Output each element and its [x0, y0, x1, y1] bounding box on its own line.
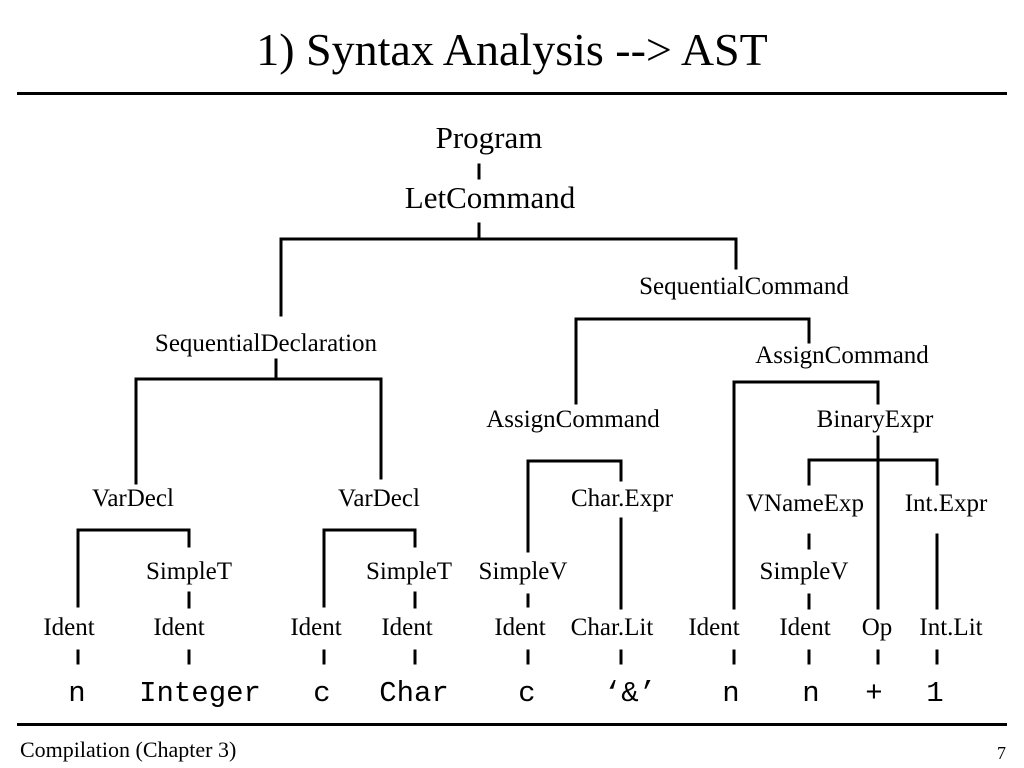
leaf-label-10: Int.Lit — [919, 614, 983, 641]
leaf-label-6: Char.Lit — [570, 614, 654, 641]
node-let-command: LetCommand — [404, 180, 576, 215]
token-9: + — [865, 677, 883, 710]
node-sequential-declaration: SequentialDeclaration — [154, 330, 378, 357]
token-8: n — [802, 677, 820, 710]
leaf-label-7: Ident — [688, 614, 740, 641]
leaf-label-3: Ident — [290, 614, 342, 641]
node-int-expr: Int.Expr — [904, 490, 988, 517]
node-assign-command-2: AssignCommand — [755, 342, 929, 369]
node-vardecl-2: VarDecl — [338, 485, 420, 512]
token-1: n — [68, 677, 86, 710]
node-simplet-2: SimpleT — [365, 558, 453, 585]
token-10: 1 — [926, 677, 944, 710]
node-simplev-2: SimpleV — [759, 558, 849, 585]
leaf-label-9: Op — [861, 614, 893, 641]
leaf-label-4: Ident — [381, 614, 433, 641]
leaf-label-2: Ident — [153, 614, 205, 641]
title-divider — [17, 92, 1007, 95]
footer-divider — [17, 723, 1007, 726]
node-simplet-1: SimpleT — [145, 558, 233, 585]
footer-course: Compilation (Chapter 3) — [20, 737, 237, 762]
node-binary-expr: BinaryExpr — [816, 406, 934, 433]
leaf-label-5: Ident — [494, 614, 546, 641]
token-7: n — [722, 677, 740, 710]
node-char-expr: Char.Expr — [570, 485, 674, 512]
node-assign-command-1: AssignCommand — [486, 406, 660, 433]
node-simplev-1: SimpleV — [478, 558, 568, 585]
node-program: Program — [435, 120, 543, 155]
page-number: 7 — [997, 743, 1006, 763]
token-5: c — [518, 677, 536, 710]
token-2: Integer — [139, 677, 261, 710]
node-sequential-command: SequentialCommand — [639, 273, 849, 300]
node-vardecl-1: VarDecl — [92, 485, 174, 512]
token-6: ‘&’ — [603, 677, 657, 710]
token-3: c — [313, 677, 331, 710]
slide-title: 1) Syntax Analysis --> AST — [256, 24, 768, 75]
leaf-label-8: Ident — [779, 614, 831, 641]
node-vnameexp: VNameExp — [745, 490, 865, 517]
leaf-label-1: Ident — [43, 614, 95, 641]
token-4: Char — [379, 677, 449, 710]
